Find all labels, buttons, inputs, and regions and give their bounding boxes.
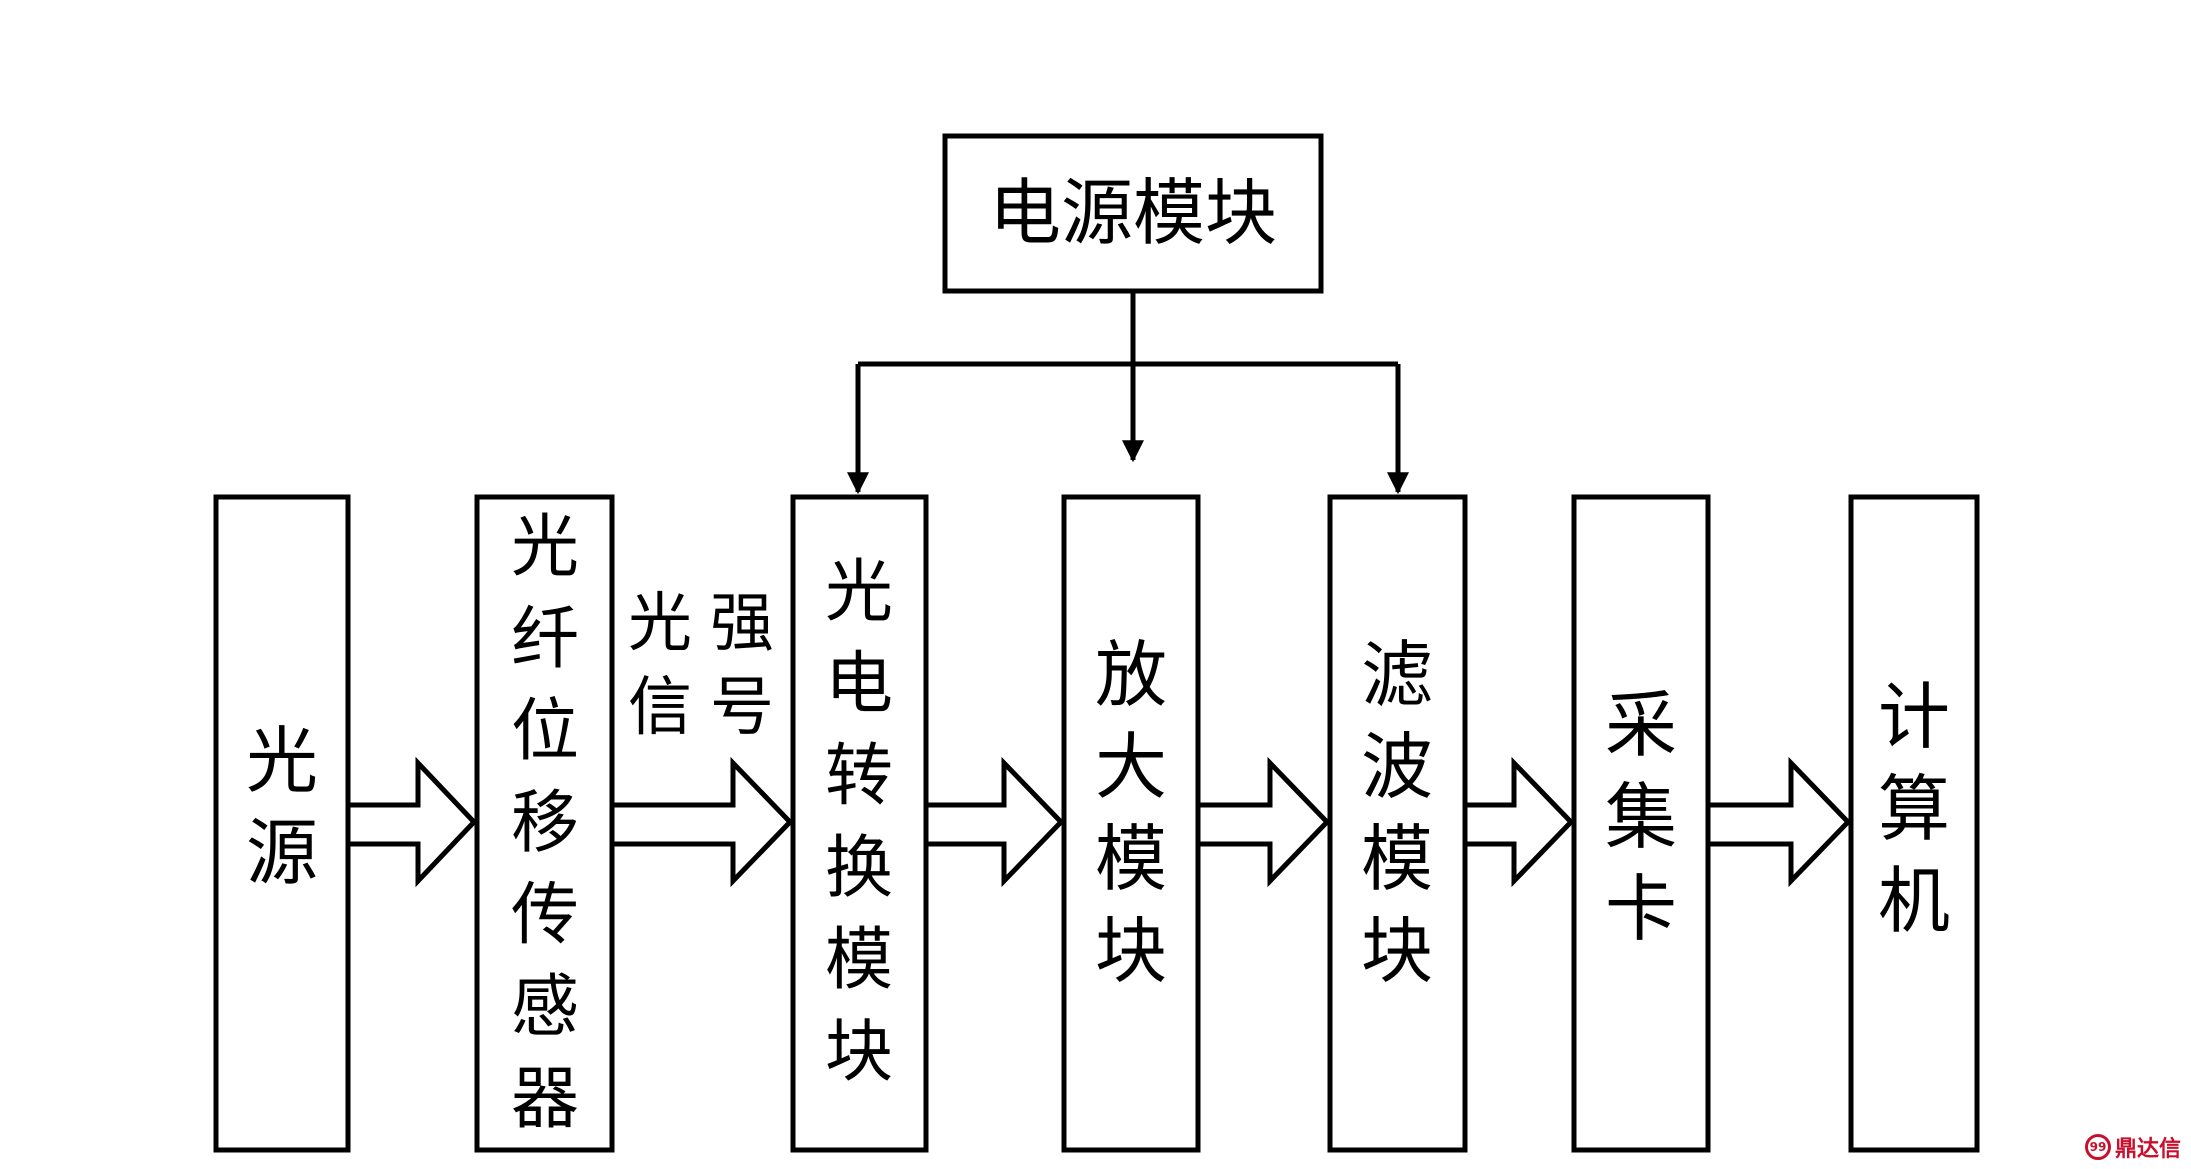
arrow-sensor-to-conversion [609, 756, 794, 888]
fiber-displacement-sensor-label: 光纤位移传感器 [511, 508, 579, 1139]
light-intensity-signal-label: 光信 强号 [628, 587, 774, 745]
arrow-filter-to-acquisition [1462, 756, 1575, 888]
power-distribution-lines [847, 291, 1409, 495]
power-module-box: 电源模块 [942, 133, 1324, 294]
fiber-displacement-sensor-box: 光纤位移传感器 [474, 494, 615, 1153]
filter-label: 滤波模块 [1361, 633, 1433, 993]
svg-text:强号: 强号 [710, 587, 774, 745]
watermark: 99 鼎达信 [2084, 1131, 2181, 1163]
amplifier-label: 放大模块 [1095, 633, 1167, 993]
acquisition-card-label: 采集卡 [1605, 683, 1677, 951]
light-source-label: 光源 [246, 719, 318, 895]
arrow-acquisition-to-computer [1705, 756, 1852, 888]
amplifier-box: 放大模块 [1061, 494, 1201, 1153]
power-module-label: 电源模块 [989, 171, 1277, 255]
photoelectric-conversion-box: 光电转换模块 [790, 494, 929, 1153]
photoelectric-conversion-label: 光电转换模块 [825, 553, 893, 1092]
flow-arrows [345, 756, 1852, 888]
svg-text:光信: 光信 [628, 587, 692, 745]
arrow-source-to-sensor [345, 756, 478, 888]
light-source-box: 光源 [213, 494, 351, 1153]
filter-box: 滤波模块 [1327, 494, 1468, 1153]
acquisition-card-box: 采集卡 [1571, 494, 1711, 1153]
watermark-logo-icon: 99 [2084, 1134, 2111, 1160]
arrow-amplifier-to-filter [1195, 756, 1331, 888]
arrow-conversion-to-amplifier [923, 756, 1065, 888]
watermark-text: 鼎达信 [2114, 1137, 2181, 1162]
computer-box: 计算机 [1848, 494, 1980, 1153]
computer-label: 计算机 [1878, 675, 1950, 943]
